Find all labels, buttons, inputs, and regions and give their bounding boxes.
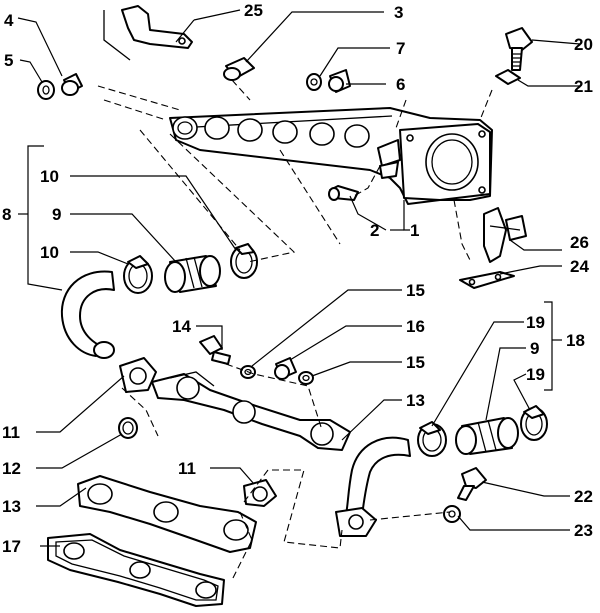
clamp-part-10-left: [123, 255, 153, 294]
gasket-part-17: [47, 533, 225, 607]
clamp-part-19-right: [520, 405, 548, 441]
callout-1: 1: [410, 221, 419, 240]
callout-26: 26: [570, 233, 589, 252]
callout-11-upper: 11: [2, 423, 20, 442]
callout-13-lower: 13: [2, 497, 21, 516]
callout-21: 21: [574, 77, 593, 96]
callout-14: 14: [172, 317, 191, 336]
washer-part-15-lower: [298, 371, 314, 385]
callout-5: 5: [4, 51, 13, 70]
exhaust-manifold-part-13-upper: [151, 371, 351, 451]
bracket-part-25: [103, 5, 193, 61]
fitting-part-3: [223, 57, 255, 81]
ring-part-12: [118, 417, 138, 439]
callout-9-right: 9: [530, 339, 539, 358]
callout-17: 17: [2, 537, 21, 556]
plug-part-4: [61, 73, 83, 96]
callout-19-upper: 19: [526, 313, 545, 332]
callout-22: 22: [574, 487, 593, 506]
callout-16: 16: [406, 317, 425, 336]
heat-shield-part-13-lower: [77, 475, 257, 553]
callout-labels: 1 2 3 4 5 6 7 8 9 9 10 10 11 11 12 13 13…: [2, 1, 593, 556]
callout-20: 20: [574, 35, 593, 54]
bolt-part-20: [505, 27, 533, 71]
callout-19-lower: 19: [526, 365, 545, 384]
gasket-part-11-lower: [243, 479, 277, 507]
callout-10-upper: 10: [40, 167, 59, 186]
bolt-part-22: [457, 467, 487, 501]
washer-part-21: [495, 69, 521, 85]
sensor-bracket-part-26: [483, 207, 527, 263]
stud-part-2: [328, 185, 359, 201]
callout-8: 8: [2, 205, 11, 224]
callout-15-upper: 15: [406, 281, 425, 300]
sleeve-part-9-right: [455, 417, 519, 455]
plug-part-6: [328, 69, 351, 93]
hose-pipe-part-8: [60, 270, 115, 359]
callout-9-left: 9: [52, 205, 61, 224]
callout-7: 7: [396, 39, 405, 58]
callout-25: 25: [244, 1, 263, 20]
callout-3: 3: [394, 3, 403, 22]
gasket-part-11-upper: [119, 357, 157, 393]
callout-24: 24: [570, 257, 589, 276]
dashed-assembly-lines: [97, 79, 493, 581]
intake-manifold: [169, 107, 493, 205]
callout-13-upper: 13: [406, 391, 425, 410]
callout-10-lower: 10: [40, 243, 59, 262]
callout-15-lower: 15: [406, 353, 425, 372]
sleeve-part-9-left: [164, 255, 221, 293]
clamp-part-19-left: [417, 421, 447, 457]
washer-part-5: [37, 80, 55, 100]
bolt-part-14: [199, 335, 231, 365]
washer-part-23: [443, 505, 461, 523]
callout-23: 23: [574, 521, 593, 540]
washer-part-7: [306, 73, 322, 91]
spacer-part-16: [274, 357, 297, 380]
callout-4: 4: [4, 11, 14, 30]
hose-pipe-right: [335, 436, 411, 537]
callout-12: 12: [2, 459, 21, 478]
callout-11-lower: 11: [178, 459, 196, 478]
callout-18: 18: [566, 331, 585, 350]
callout-6: 6: [396, 75, 405, 94]
clamp-part-10-right: [230, 243, 258, 279]
callout-2: 2: [370, 221, 379, 240]
plate-part-24: [459, 271, 515, 289]
